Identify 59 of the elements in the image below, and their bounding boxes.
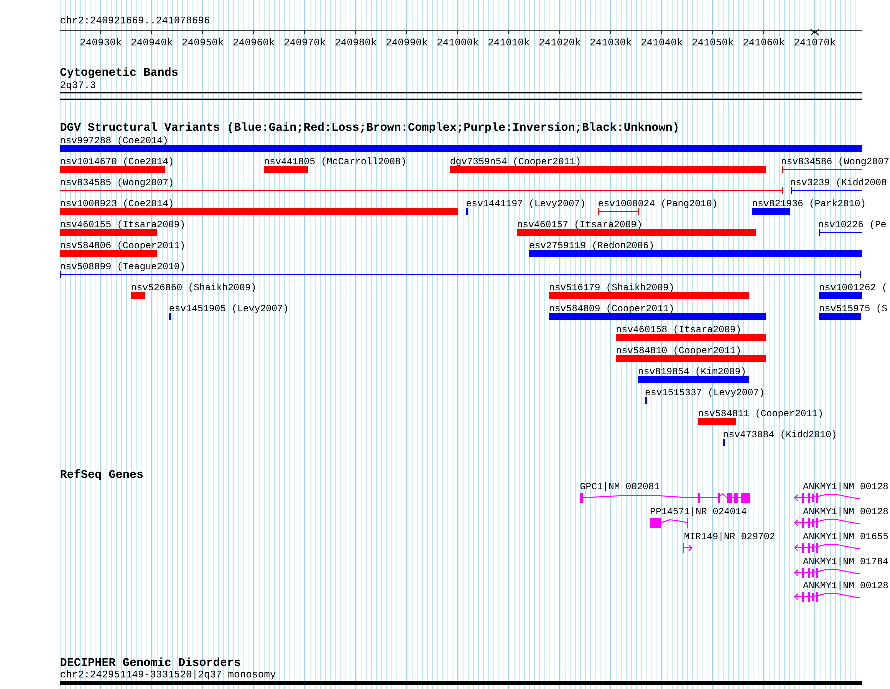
track-title: DGV Structural Variants (Blue:Gain;Red:Loss;Brown:Complex;Purple:Inversion;Black:Unknown)	[60, 122, 678, 134]
tick-label: 241000k	[438, 38, 478, 46]
tick-label: 240950k	[182, 38, 224, 46]
feature-label: esv1451905 (Levy2007)	[170, 304, 288, 314]
tick-label: 241010k	[488, 38, 530, 46]
feature-label: nsv516179 (Shaikh2009)	[550, 284, 674, 292]
tick-label: 241040k	[642, 38, 682, 46]
feature-label: nsv473084 (Kidd2010)	[724, 430, 836, 440]
disorder-label: chr2:242951149-3331520|2q37 monosomy	[60, 670, 276, 680]
feature-label: ANKMY1|NM_00128	[803, 482, 888, 492]
tick-label: 240960k	[234, 38, 274, 46]
feature-label: nsv584806 (Cooper2011)	[61, 242, 184, 250]
feature-label: ANKMY1|NM_00128	[803, 508, 888, 516]
feature-label: nsv3239 (Kidd2008	[791, 178, 886, 188]
feature-label: nsv460157 (Itsara2009)	[518, 220, 642, 230]
feature-label: nsv834586 (Wong2007	[782, 158, 889, 166]
feature-label: ANKMY1|NM_01655	[803, 532, 888, 542]
coordinate-label: chr2:240921669..241078696	[60, 16, 210, 24]
feature-label: dgv7359n54 (Cooper2011)	[450, 158, 580, 166]
tick-label: 241050k	[692, 38, 734, 46]
feature-label: esv1000024 (Pang2010)	[598, 200, 716, 208]
feature-label: nsv997288 (Coe2014)	[61, 136, 167, 146]
feature-label: nsv10226 (Pe	[819, 220, 886, 230]
feature-label: nsv1001262 (	[820, 284, 886, 292]
feature-label: esv2759119 (Redon2006)	[530, 242, 654, 250]
feature-label: nsv526860 (Shaikh2009)	[132, 284, 256, 292]
feature-label: nsv834585 (Wong2007)	[61, 178, 173, 188]
tick-label: 241020k	[540, 38, 580, 46]
track-title: Cytogenetic Bands	[60, 68, 178, 78]
tick-label: 240990k	[386, 38, 428, 46]
feature-label: nsv584810 (Cooper2011)	[617, 346, 740, 356]
feature-label: esv1441197 (Levy2007)	[466, 200, 584, 208]
tick-label: 240930k	[80, 38, 122, 46]
feature-label: esv1515337 (Levy2007)	[646, 388, 764, 398]
feature-label: nsv460155 (Itsara2009)	[61, 220, 184, 230]
feature-label: nsv584811 (Cooper2011)	[699, 410, 822, 418]
tick-label: 240980k	[336, 38, 376, 46]
feature-label: nsv1014670 (Coe2014)	[61, 158, 173, 166]
feature-label: nsv584809 (Cooper2011)	[550, 304, 674, 314]
tick-label: 240970k	[284, 38, 326, 46]
feature-label: MIR149|NR_029702	[684, 532, 775, 542]
feature-label: nsv515975 (S	[820, 304, 888, 314]
feature-label: ANKMY1|NM_00128	[803, 582, 888, 590]
feature-label: nsv1008923 (Coe2014)	[61, 200, 173, 208]
feature-label: ANKMY1|NM_01784	[803, 558, 888, 566]
feature-label: nsv441805 (McCarroll2008)	[265, 158, 406, 166]
band-label: 2q37.3	[60, 82, 96, 90]
feature-label: GPC1|NM_002081	[580, 482, 660, 492]
feature-label: nsv508899 (Teague2010)	[61, 262, 184, 272]
track-title: RefSeq Genes	[61, 470, 144, 480]
feature-label: PP14571|NR_024014	[650, 508, 747, 516]
tick-label: 241030k	[590, 38, 632, 46]
track-title: DECIPHER Genomic Disorders	[60, 658, 240, 666]
tick-label: 241070k	[794, 38, 836, 46]
feature-label: nsv821936 (Park2010)	[753, 200, 865, 208]
feature-label: nsv819854 (Kim2009)	[639, 368, 745, 376]
feature-label: nsv460158 (Itsara2009)	[617, 326, 740, 334]
tick-label: 241060k	[744, 38, 784, 46]
tick-label: 240940k	[132, 38, 172, 46]
